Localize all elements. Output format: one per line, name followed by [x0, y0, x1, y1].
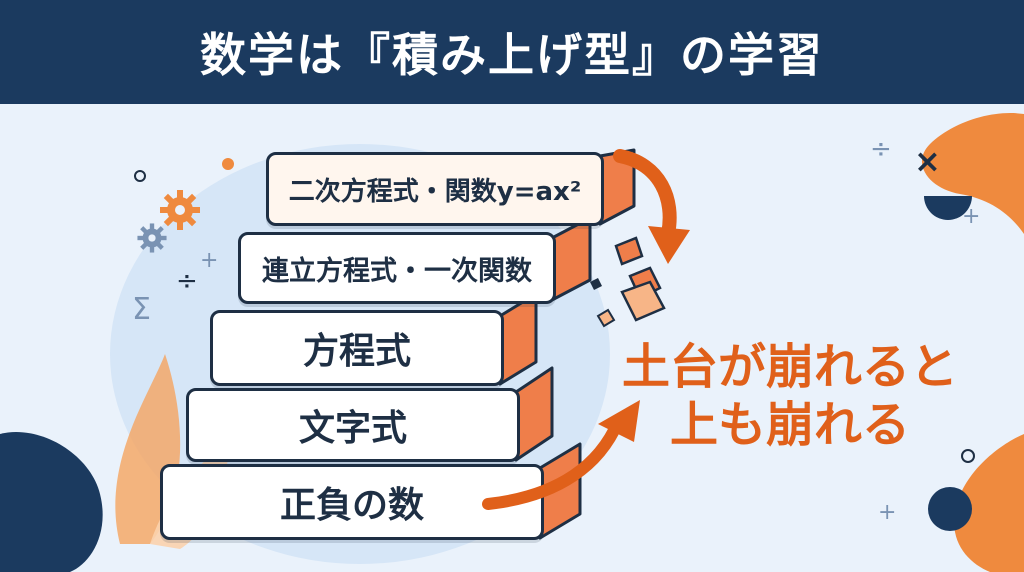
block-label: 連立方程式・一次関数 — [262, 255, 532, 287]
page-title: 数学は『積み上げ型』の学習 — [200, 28, 824, 82]
block-sides — [498, 148, 636, 540]
dot-outline-right — [961, 449, 975, 463]
block-equations: 方程式 — [210, 310, 504, 386]
block-quadratic-equations-functions: 二次方程式・関数y=ax² — [266, 152, 604, 226]
plus-icon-right: + — [962, 204, 981, 229]
block-simultaneous-equations-linear-functions: 連立方程式・一次関数 — [238, 232, 556, 304]
division-icon: ÷ — [176, 266, 198, 296]
block-literal-expressions: 文字式 — [186, 388, 520, 462]
collapse-message-line-1: 土台が崩れると — [621, 339, 958, 395]
block-label: 方程式 — [302, 331, 411, 372]
falling-arrowhead — [648, 226, 690, 264]
plus-icon: + — [200, 248, 219, 273]
collapse-message-line-2: 上も崩れる — [669, 397, 910, 453]
half-circle-navy — [924, 196, 972, 220]
block-label: 文字式 — [298, 408, 407, 449]
corner-dot-navy — [928, 487, 972, 531]
falling-arrow — [613, 149, 677, 241]
collapse-message: 土台が崩れると 上も崩れる — [590, 338, 990, 454]
times-icon: × — [914, 142, 941, 180]
gear-icon-small — [137, 223, 167, 253]
arrows-and-debris — [482, 149, 690, 510]
sigma-icon: Σ — [132, 292, 151, 327]
block-label: 正負の数 — [279, 485, 424, 526]
gear-icon — [160, 190, 200, 230]
dot-outline — [134, 170, 146, 182]
corner-blob-orange-bottom — [954, 434, 1024, 572]
dot-orange — [222, 158, 234, 170]
rising-arrowhead — [598, 400, 640, 442]
corner-blob-navy — [0, 432, 103, 572]
header-banner: 数学は『積み上げ型』の学習 — [0, 0, 1024, 104]
debris-piece — [590, 278, 602, 290]
rising-arrow — [482, 416, 624, 510]
division-icon-right: ÷ — [870, 134, 892, 164]
block-label: 二次方程式・関数y=ax² — [288, 176, 582, 207]
plus-icon-bottom: + — [878, 500, 897, 525]
corner-blob-orange — [921, 113, 1024, 234]
diagram-stage: Σ ÷ + ÷ × + + 正負の数 文字式 方程式 連立方程式・一次関数 二次… — [0, 104, 1024, 572]
block-positive-negative-numbers: 正負の数 — [160, 464, 544, 540]
debris-piece — [620, 280, 666, 322]
debris-piece — [596, 308, 616, 328]
debris-piece — [614, 236, 644, 266]
